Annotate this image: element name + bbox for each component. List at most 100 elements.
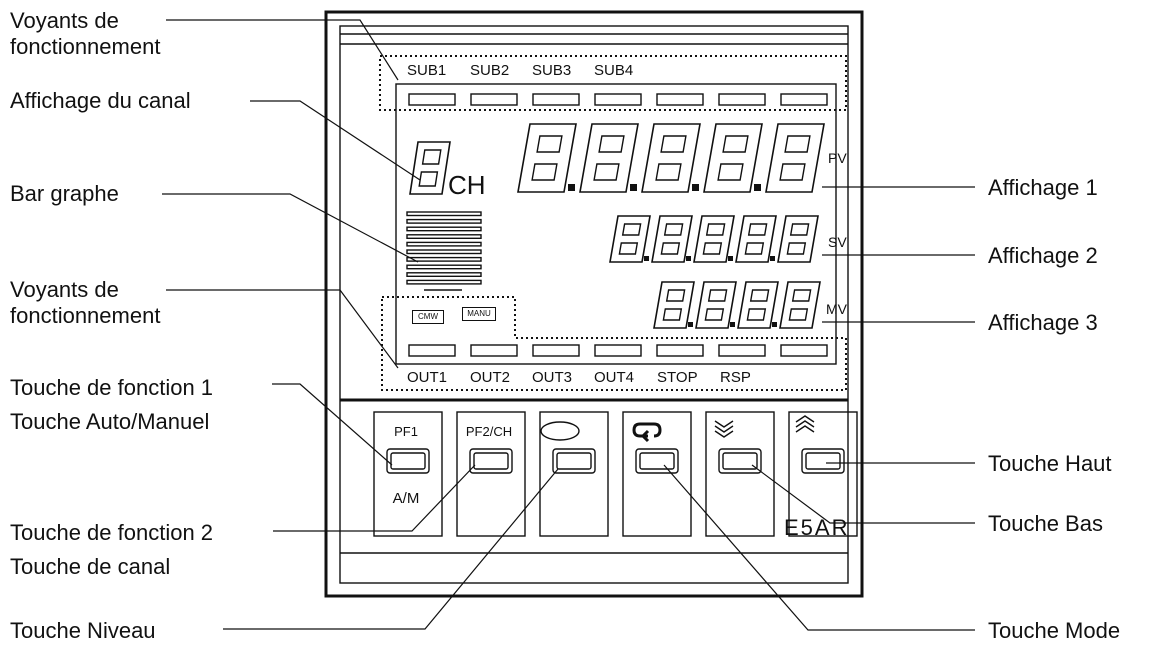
seven-segment-digit [695,281,737,329]
double-chevron-down-icon [714,420,734,438]
seven-segment-digit [693,215,735,263]
label-op-indicators-bottom: Voyants de fonctionnement [10,277,160,329]
key-button-inner [473,452,509,470]
label-op-indicators-top: Voyants de fonctionnement [10,8,160,60]
digit-outline [651,215,693,263]
key-housing [705,411,775,537]
top-led [532,93,580,106]
seven-segment-digit [653,281,695,329]
bottom-led [532,344,580,357]
bar-graph-segment [406,218,482,224]
out2-label: OUT2 [470,369,511,386]
seven-segment-digit [517,123,577,193]
pf2-ch-key[interactable] [456,412,534,536]
top-indicator-leds [408,93,828,106]
key-button-inner [639,452,675,470]
key-button-outer [469,448,513,474]
top-led [656,93,704,106]
decimal-point [686,256,691,261]
decimal-point [728,256,733,261]
digit-hole [746,308,767,321]
key-housing [456,411,526,537]
top-led [718,93,766,106]
top-led [470,93,518,106]
sv-label: SV [828,234,847,250]
label-channel-display: Affichage du canal [10,88,191,113]
bottom-led [718,344,766,357]
digit-hole [784,135,811,153]
key-housing [539,411,609,537]
key-housing [622,411,692,537]
up-key[interactable] [788,412,866,536]
seven-segment-digit [641,123,701,193]
manu-indicator: MANU [462,307,496,321]
label-up-key: Touche Haut [988,451,1112,476]
decimal-point [770,256,775,261]
label-display-3: Affichage 3 [988,310,1098,335]
digit-hole [598,135,625,153]
seven-segment-digits [409,123,825,329]
digit-outline [517,123,577,193]
bottom-led [780,344,828,357]
label-function-key-1: Touche de fonction 1 Touche Auto/Manuel [10,371,213,439]
digit-outline [779,281,821,329]
top-led [780,93,828,106]
leader-level-key [223,468,559,630]
pf1-key[interactable] [373,412,451,536]
digit-hole [788,308,809,321]
digit-outline [609,215,651,263]
label-line: Voyants de [10,8,119,33]
digit-outline [703,123,763,193]
bar-graph-segment [406,256,482,262]
seven-segment-digit [779,281,821,329]
bar-graph-segment [406,241,482,247]
sub4-label: SUB4 [594,62,634,79]
digit-hole [702,242,723,255]
ellipse-icon [540,421,580,441]
digit-hole [747,223,768,236]
cmw-indicator: CMW [412,310,444,324]
label-down-key: Touche Bas [988,511,1103,536]
sub3-label: SUB3 [532,62,572,79]
digit-hole [660,135,687,153]
down-key[interactable] [705,412,783,536]
level-key[interactable] [539,412,617,536]
digit-hole [791,289,812,302]
leader-bar-graph [162,193,419,263]
label-line: Touche de fonction 1 [10,375,214,400]
top-led [594,93,642,106]
bar-graph-segment [406,279,482,285]
key-button-outer [552,448,596,474]
bottom-led [594,344,642,357]
seven-segment-digit [703,123,763,193]
mode-key[interactable] [622,412,700,536]
sub2-label: SUB2 [470,62,510,79]
digit-outline [737,281,779,329]
cycle-arrow-icon [632,422,662,443]
decimal-point [754,184,761,191]
digit-outline [409,141,451,195]
digit-outline [765,123,825,193]
bar-graph-segment [406,234,482,240]
digit-hole [717,163,744,181]
mv-label: MV [826,301,847,317]
bar-graph-segment [406,249,482,255]
digit-hole [618,242,639,255]
controller-outer-frame [324,10,864,598]
label-function-key-2: Touche de fonction 2 Touche de canal [10,516,213,584]
digit-hole [655,163,682,181]
label-line: fonctionnement [10,34,161,59]
digit-hole [704,308,725,321]
decimal-point [730,322,735,327]
decimal-point [630,184,637,191]
key-housing [788,411,858,537]
seven-segment-digit [737,281,779,329]
digit-outline [735,215,777,263]
double-chevron-up-icon [795,415,815,433]
bottom-led [470,344,518,357]
label-mode-key: Touche Mode [988,618,1121,643]
digit-hole [621,223,642,236]
decimal-point [772,322,777,327]
key-button-outer [635,448,679,474]
key-button-outer [718,448,762,474]
